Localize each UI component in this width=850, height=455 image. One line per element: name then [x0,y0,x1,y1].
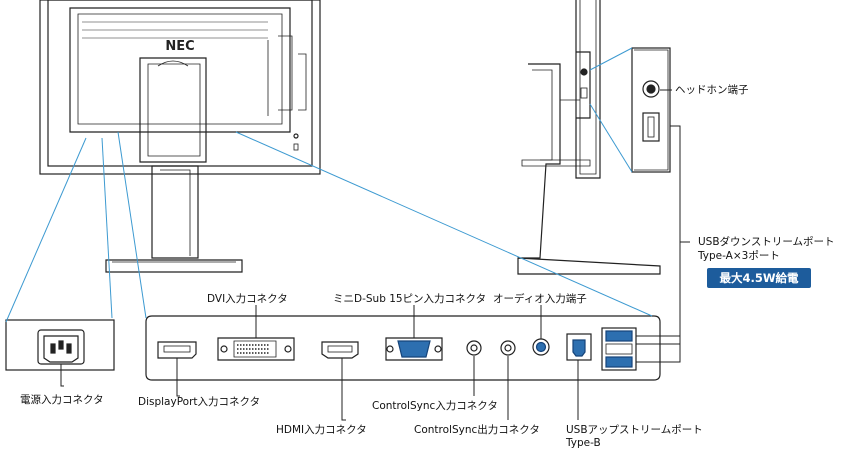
leader-lines [60,89,690,421]
label-power-input: 電源入力コネクタ [20,394,104,406]
label-usb-upstream-type: Type-B [566,437,601,449]
label-controlsync-out: ControlSync出力コネクタ [414,424,540,436]
label-audio-input: オーディオ入力端子 [493,293,587,305]
label-usb-upstream: USBアップストリームポート [566,424,703,436]
nec-logo: NEC [165,39,194,54]
label-hdmi-input: HDMI入力コネクタ [276,424,367,436]
monitor-side-view [517,0,661,275]
label-displayport-input: DisplayPort入力コネクタ [138,396,261,408]
callout-lines [5,47,653,323]
connector-panel [145,315,661,381]
max-power-badge: 最大4.5W給電 [707,268,811,288]
monitor-rear-view [39,0,321,273]
label-usb-downstream-type: Type-A×3ポート [698,250,780,262]
label-headphone-jack: ヘッドホン端子 [675,84,749,96]
label-usb-downstream: USBダウンストリームポート [698,236,835,248]
power-inlet-zoom-box [5,319,115,371]
label-controlsync-in: ControlSync入力コネクタ [372,400,498,412]
label-mini-dsub-input: ミニD-Sub 15ピン入力コネクタ [333,293,487,305]
side-ports-zoom-box [631,47,671,173]
label-dvi-input: DVI入力コネクタ [207,293,288,305]
